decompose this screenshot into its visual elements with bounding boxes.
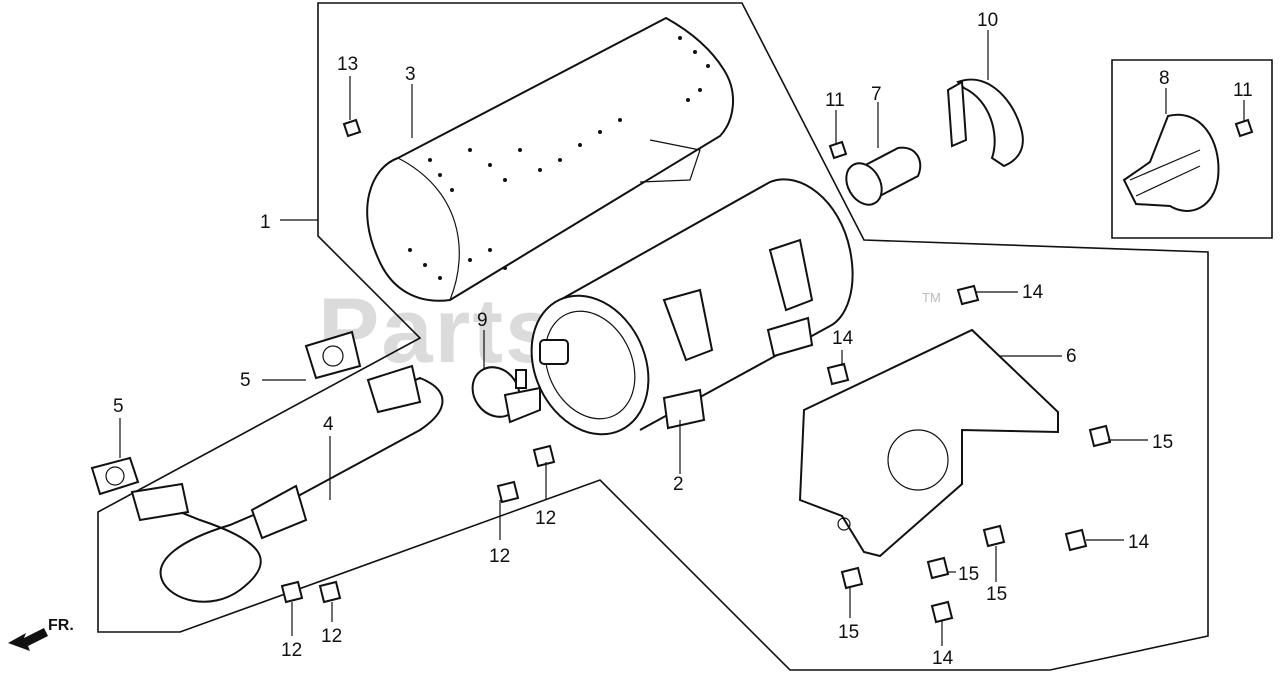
callout-labels: 1 2 3 4 5 5 6 7 8 9 10 11 11 12 12 12 12… <box>113 10 1253 669</box>
watermark-trademark: TM <box>922 290 941 305</box>
end-cover <box>946 78 1024 168</box>
callout-11-inset: 11 <box>1233 80 1253 101</box>
callout-3: 3 <box>405 64 416 85</box>
heat-shield <box>366 16 735 302</box>
callout-12-a: 12 <box>535 508 556 529</box>
callout-9: 9 <box>477 310 488 331</box>
callout-5-upper: 5 <box>240 370 251 391</box>
pipe-clamp <box>471 366 541 424</box>
callout-6: 6 <box>1066 346 1077 367</box>
shield-perforations <box>408 36 710 280</box>
inset-screen <box>1122 113 1220 212</box>
front-direction-indicator: FR. <box>8 617 74 651</box>
assembly-outline <box>97 2 1273 671</box>
callout-7: 7 <box>871 84 882 105</box>
callout-5-left: 5 <box>113 396 124 417</box>
muffler <box>530 178 854 436</box>
callout-14-a: 14 <box>1022 282 1044 303</box>
callout-14-b: 14 <box>832 328 854 349</box>
callout-10: 10 <box>977 10 998 31</box>
mounting-bracket <box>798 328 1059 558</box>
front-label: FR. <box>48 617 74 634</box>
callout-1: 1 <box>260 212 271 233</box>
spark-arrester <box>845 146 922 206</box>
callout-15-d: 15 <box>838 622 859 643</box>
front-arrow-icon <box>8 628 48 651</box>
callout-14-c: 14 <box>1128 532 1150 553</box>
callout-15-b: 15 <box>958 564 979 585</box>
callout-4: 4 <box>323 414 334 435</box>
callout-11-upper: 11 <box>825 90 845 111</box>
inset-box <box>1111 59 1273 239</box>
gasket-upper <box>304 330 362 380</box>
callout-2: 2 <box>673 474 684 495</box>
callout-14-d: 14 <box>932 648 954 669</box>
callout-15-a: 15 <box>1152 432 1173 453</box>
callout-8: 8 <box>1159 68 1170 89</box>
callout-12-c: 12 <box>281 640 302 661</box>
callout-12-b: 12 <box>489 546 510 567</box>
fasteners <box>280 118 1254 624</box>
callout-13: 13 <box>337 54 358 75</box>
gasket-left <box>90 456 140 496</box>
leader-lines <box>119 30 1245 646</box>
callout-15-c: 15 <box>986 584 1007 605</box>
exhaust-pipe <box>130 364 444 603</box>
callout-12-d: 12 <box>321 626 342 647</box>
